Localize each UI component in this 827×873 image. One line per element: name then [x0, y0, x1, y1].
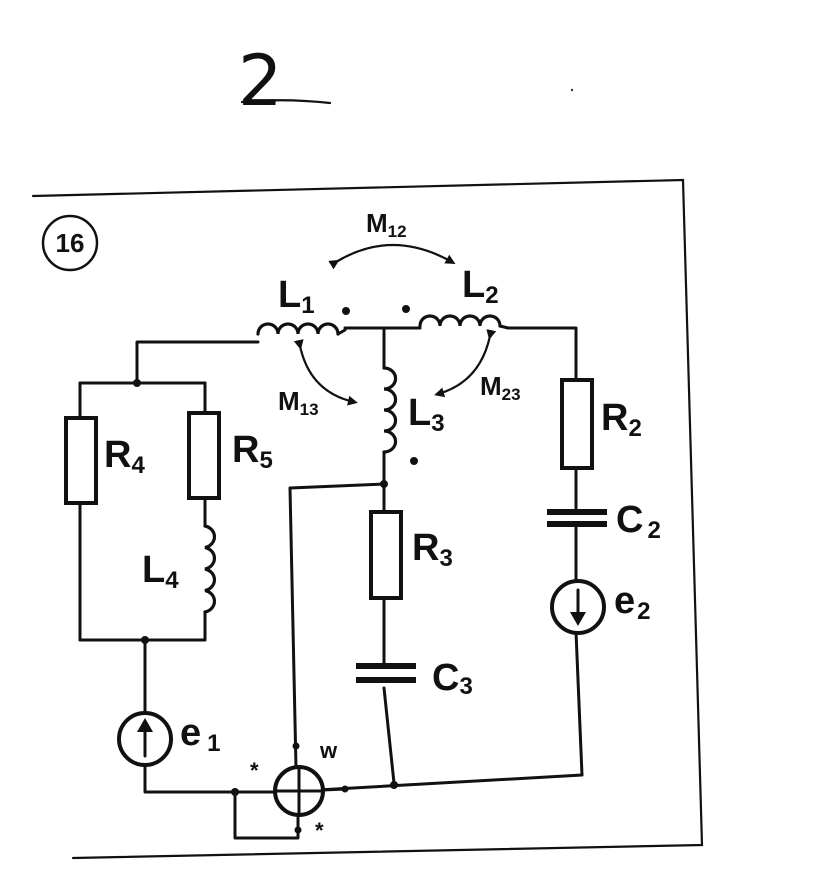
mutual-inductance-M12: M12 [328, 208, 456, 270]
handwritten-page-number: 2 [238, 40, 283, 122]
inductor-L1: L1 [256, 274, 350, 336]
scan-speck [570, 88, 574, 92]
voltage-source-e2: e2 [550, 579, 651, 635]
wattmeter: w * * [250, 738, 347, 843]
figure-frame [31, 178, 704, 860]
dot-marker-L2 [402, 305, 410, 313]
svg-text:M23: M23 [480, 371, 521, 404]
capacitor-C3: C3 [356, 657, 473, 700]
svg-text:16: 16 [56, 228, 85, 258]
resistor-R5: R5 [187, 411, 273, 500]
resistor-R2: R2 [560, 378, 642, 470]
wires [78, 326, 584, 840]
mutual-inductance-M23: M23 [434, 329, 521, 404]
figure-number-badge: 16 [41, 214, 99, 272]
svg-text:R3: R3 [412, 527, 453, 572]
svg-text:C2: C2 [616, 499, 661, 544]
junction-nodes [133, 379, 398, 834]
mutual-inductance-M13: M13 [278, 339, 358, 419]
svg-text:R5: R5 [232, 429, 273, 474]
svg-text:R4: R4 [104, 434, 145, 479]
svg-text:e2: e2 [614, 580, 651, 625]
dot-marker-L3 [410, 457, 418, 465]
svg-text:L3: L3 [408, 392, 445, 437]
svg-text:L2: L2 [462, 264, 499, 309]
resistor-R4: R4 [64, 416, 145, 505]
inductor-L3: L3 [382, 366, 445, 465]
svg-text:L1: L1 [278, 274, 315, 319]
wattmeter-star-voltage: * [315, 818, 324, 843]
svg-text:w: w [319, 738, 338, 763]
inductor-L2: L2 [402, 264, 510, 330]
inductor-L4: L4 [142, 524, 217, 614]
svg-text:R2: R2 [601, 397, 642, 442]
svg-text:L4: L4 [142, 549, 179, 594]
dot-marker-L1 [342, 307, 350, 315]
svg-text:M12: M12 [366, 208, 407, 241]
svg-text:M13: M13 [278, 386, 319, 419]
wattmeter-star-current: * [250, 758, 259, 783]
handwritten-underline [240, 99, 332, 105]
resistor-R3: R3 [369, 510, 453, 600]
svg-text:e1: e1 [180, 712, 221, 757]
svg-text:C3: C3 [432, 657, 473, 700]
